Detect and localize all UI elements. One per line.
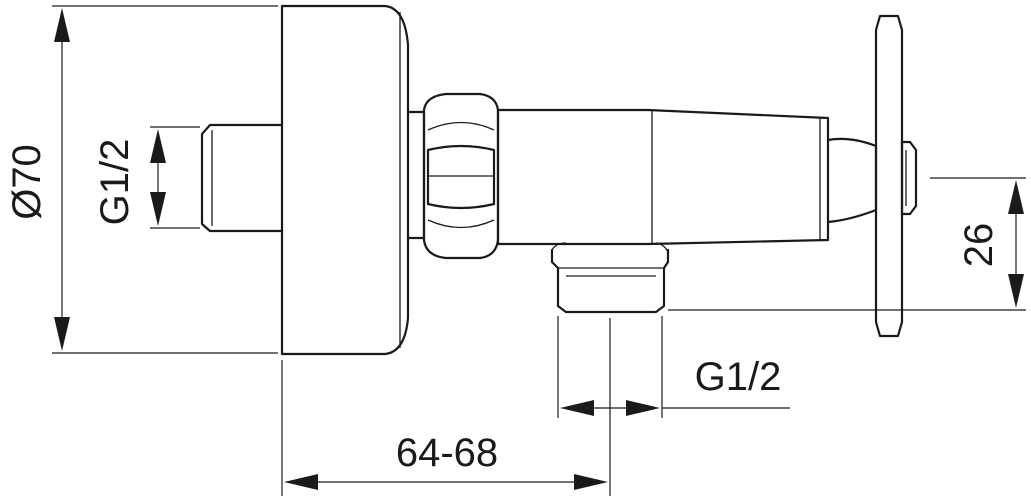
hex-nut [406,92,500,260]
wall-flange [280,4,410,356]
dimension-wall-distance: 64-68 [281,318,611,496]
dimension-inlet-thread: G1/2 [93,126,200,229]
dimension-outlet-thread: G1/2 [557,316,790,418]
cross-handle [826,14,918,338]
wall-distance-label: 64-68 [396,431,498,475]
dimension-flange-diameter: Ø70 [5,5,278,354]
flange-diameter-label: Ø70 [5,144,49,220]
handle-offset-label: 26 [957,223,1001,268]
inlet-pipe [200,123,284,233]
inlet-thread-label: G1/2 [93,139,137,226]
valve-body [496,108,830,253]
dimension-handle-offset: 26 [668,177,1026,311]
outlet-thread-label: G1/2 [695,355,782,399]
outlet-nipple [550,248,670,314]
